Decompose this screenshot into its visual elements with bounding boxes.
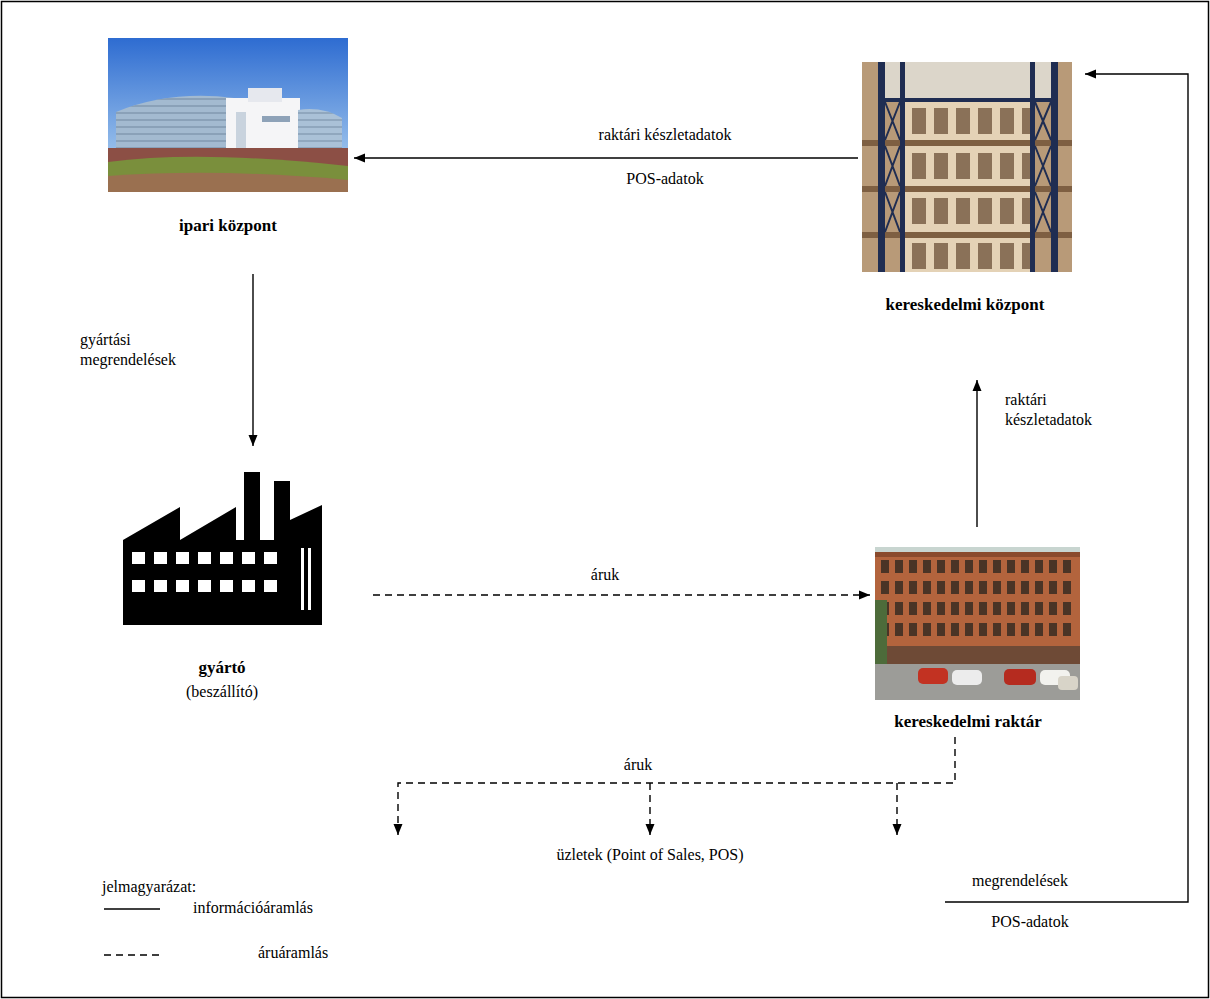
trade-center-photo xyxy=(862,232,1072,238)
warehouse-photo xyxy=(918,668,948,684)
arrow-head xyxy=(893,824,902,835)
warehouse-photo xyxy=(1004,669,1036,685)
warehouse-photo xyxy=(875,552,1080,557)
note-label: jelmagyarázat: xyxy=(102,877,196,897)
flow-arrow xyxy=(973,380,982,527)
industry-photo xyxy=(262,116,290,122)
edge-label: áruk xyxy=(624,755,652,775)
flow-line xyxy=(945,74,1188,902)
node-caption: (beszállító) xyxy=(186,682,258,701)
site-node: üzletek (Point of Sales, POS) xyxy=(355,835,945,910)
flow-line xyxy=(373,594,870,595)
note-label: POS-adatok xyxy=(626,169,703,189)
warehouse-photo xyxy=(875,646,1080,664)
industry-photo xyxy=(226,98,300,152)
trade-center-photo xyxy=(1051,62,1058,272)
node-caption: üzletek (Point of Sales, POS) xyxy=(556,845,743,864)
industry-photo xyxy=(248,88,282,102)
trade-center-photo xyxy=(862,62,1072,272)
node-caption: ipari központ xyxy=(179,216,277,236)
factory-icon xyxy=(123,472,322,625)
flow-arrow xyxy=(373,591,870,600)
flow-line xyxy=(354,157,858,158)
industry-photo xyxy=(236,112,246,148)
legend-text: áruáramlás xyxy=(258,943,328,963)
edge-label: gyártási megrendelések xyxy=(80,330,192,370)
trade-center-photo xyxy=(1030,62,1035,272)
edge-label: raktári készletadatok xyxy=(1005,390,1125,430)
factory-icon xyxy=(301,548,304,610)
trade-center-photo xyxy=(878,98,1058,102)
factory-icon xyxy=(132,552,286,592)
warehouse-photo xyxy=(875,600,887,664)
legend-sample xyxy=(104,954,160,956)
industry-photo xyxy=(108,157,348,192)
edge-label: raktári készletadatok xyxy=(599,125,732,145)
warehouse-photo xyxy=(875,664,1080,700)
flow-arrow xyxy=(249,274,258,446)
arrow-head xyxy=(394,824,403,835)
trade-center-photo xyxy=(862,186,1072,192)
industry-photo xyxy=(116,96,234,152)
industry-photo xyxy=(116,96,234,152)
flow-line xyxy=(398,737,955,835)
industry-photo xyxy=(108,173,348,192)
site-node: ipari központ xyxy=(104,34,354,274)
industry-photo xyxy=(108,38,348,192)
legend-text: információáramlás xyxy=(193,898,313,918)
trade-center-photo xyxy=(878,62,885,272)
flow-line xyxy=(976,380,977,527)
node-caption: kereskedelmi központ xyxy=(886,295,1045,315)
node-caption: kereskedelmi raktár xyxy=(894,712,1041,732)
flow-line xyxy=(252,274,253,446)
trade-center-photo xyxy=(885,102,1051,232)
warehouse-photo xyxy=(952,670,982,685)
arrow-head xyxy=(249,435,258,446)
warehouse-photo xyxy=(877,558,1077,642)
industry-photo xyxy=(108,38,348,192)
industry-photo xyxy=(298,109,342,152)
flow-arrow xyxy=(945,70,1188,903)
warehouse-photo xyxy=(875,547,1080,700)
edge-label: megrendelések xyxy=(972,871,1068,891)
arrow-head xyxy=(354,154,365,163)
factory-icon xyxy=(123,472,322,625)
edge-label: áruk xyxy=(591,565,619,585)
trade-center-photo xyxy=(862,140,1072,146)
note-label: POS-adatok xyxy=(991,912,1068,932)
warehouse-photo xyxy=(1058,676,1078,690)
flow-arrow xyxy=(394,737,956,835)
arrow-head xyxy=(973,380,982,391)
arrow-head xyxy=(646,824,655,835)
trade-center-photo xyxy=(900,62,905,272)
warehouse-photo xyxy=(875,552,1080,664)
industry-photo xyxy=(298,109,342,152)
legend-sample xyxy=(104,908,160,910)
flow-arrow xyxy=(354,154,858,163)
site-node: kereskedelmi központ xyxy=(858,58,1085,380)
factory-icon xyxy=(308,548,311,610)
site-node: gyártó (beszállító) xyxy=(118,446,373,708)
node-caption: gyártó xyxy=(198,658,245,678)
warehouse-photo xyxy=(875,547,1080,700)
legend-sample xyxy=(104,909,160,955)
trade-center-photo xyxy=(862,62,1072,272)
arrow-head xyxy=(1085,70,1096,79)
site-node: kereskedelmi raktár xyxy=(870,527,1085,737)
arrow-head xyxy=(859,591,870,600)
